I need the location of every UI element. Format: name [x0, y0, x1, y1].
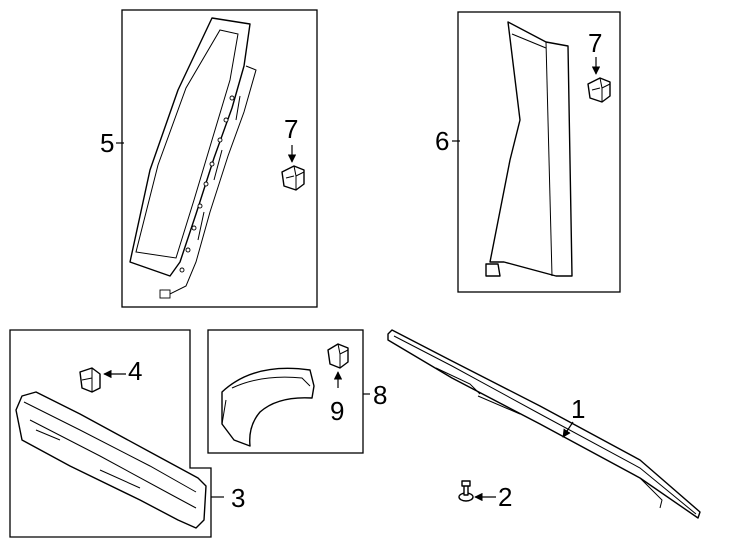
- part-9-clip: [327, 343, 349, 369]
- part-7-clip-b: [587, 77, 611, 103]
- group-box-3-frame: [9, 329, 212, 538]
- callout-6: 6: [435, 126, 449, 156]
- callout-2: 2: [498, 482, 512, 512]
- group-box-3: 4 3: [9, 329, 245, 538]
- part-2-push-pin: [458, 480, 474, 502]
- callout-4: 4: [128, 356, 142, 386]
- part-8-wheel-moulding: [221, 367, 315, 447]
- group-box-8-frame: [207, 329, 364, 454]
- group-box-8: 9 8: [207, 329, 387, 454]
- group-box-6-frame: [457, 11, 621, 293]
- callout-8: 8: [373, 380, 387, 410]
- callout-9: 9: [330, 396, 344, 426]
- callout-7a: 7: [284, 114, 298, 144]
- leader-1: [562, 421, 574, 438]
- group-box-5-frame: [121, 9, 318, 308]
- part-7-clip-a: [281, 165, 305, 191]
- group-box-5: 7 5: [100, 9, 318, 308]
- callout-1: 1: [571, 394, 585, 424]
- group-box-6: 7 6: [435, 11, 621, 293]
- part-4-clip: [79, 367, 101, 393]
- part-1-belt-moulding: [387, 329, 701, 519]
- part-3-moulding: [15, 391, 207, 529]
- callout-5: 5: [100, 128, 114, 158]
- part-6-applique: [485, 21, 573, 277]
- callout-7b: 7: [588, 28, 602, 58]
- part-5-moulding: [129, 17, 257, 299]
- callout-3: 3: [231, 483, 245, 513]
